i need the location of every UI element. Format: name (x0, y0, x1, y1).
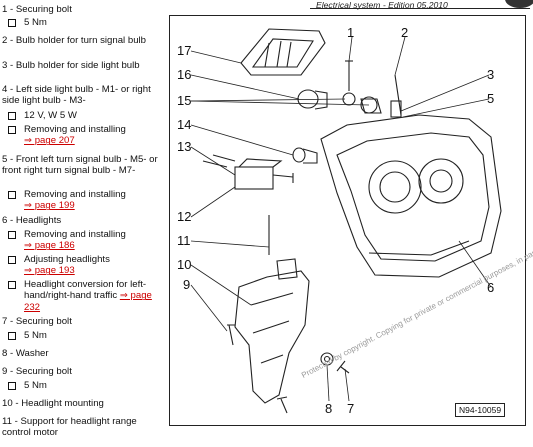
callout-5: 5 (487, 91, 494, 106)
item-9-torque: 5 Nm (8, 380, 166, 391)
item-11: 11 - Support for headlight range control… (2, 416, 137, 439)
callout-14: 14 (177, 117, 191, 132)
item-10: 10 - Headlight mounting (2, 398, 104, 409)
bulb-frame-part (240, 28, 326, 76)
bullet-icon (8, 256, 16, 264)
callout-7: 7 (347, 401, 354, 416)
range-control-motor (202, 154, 294, 190)
item-2: 2 - Bulb holder for turn signal bulb (2, 35, 146, 46)
callout-13: 13 (177, 139, 191, 154)
item-6-remove: Removing and installing⇒ page 186 (8, 229, 166, 252)
diagram-frame (169, 15, 526, 426)
callout-6: 6 (487, 280, 494, 295)
bullet-icon (8, 382, 16, 390)
headlight-exploded-diagram: 17 16 15 14 13 12 11 10 9 1 2 3 5 6 8 7 (177, 25, 502, 416)
bullet-icon (8, 281, 16, 289)
bullet-icon (8, 126, 16, 134)
headlight-mounting (234, 215, 310, 404)
parts-list: 1 - Securing bolt 5 Nm 2 - Bulb holder f… (0, 0, 168, 447)
item-6-conversion: Headlight conversion for left-hand/right… (8, 279, 166, 313)
mounting-bolts (227, 324, 350, 414)
bullet-icon (8, 19, 16, 27)
item-4: 4 - Left side light bulb - M1- or right … (2, 84, 151, 107)
bullet-icon (8, 332, 16, 340)
callout-15: 15 (177, 93, 191, 108)
item-1: 1 - Securing bolt (2, 4, 72, 15)
callout-3: 3 (487, 67, 494, 82)
page-header: Electrical system - Edition 05.2010 (316, 0, 448, 10)
callout-16: 16 (177, 67, 191, 82)
link-page-186[interactable]: ⇒ page 186 (24, 240, 75, 252)
link-page-207[interactable]: ⇒ page 207 (24, 135, 75, 147)
item-4-remove: Removing and installing⇒ page 207 (8, 124, 166, 147)
headlight-housing (320, 114, 502, 278)
item-9: 9 - Securing bolt (2, 366, 72, 377)
callout-17: 17 (177, 43, 191, 58)
item-6-adjust: Adjusting headlights⇒ page 193 (8, 254, 166, 277)
callout-11: 11 (177, 233, 191, 248)
bulb-parts (292, 89, 382, 164)
bullet-icon (8, 231, 16, 239)
item-3: 3 - Bulb holder for side light bulb (2, 60, 140, 71)
item-8: 8 - Washer (2, 348, 49, 359)
figure-id: N94-10059 (455, 403, 506, 417)
item-4-spec: 12 V, W 5 W (8, 110, 166, 121)
bullet-icon (8, 191, 16, 199)
callout-1: 1 (347, 25, 354, 40)
item-5: 5 - Front left turn signal bulb - M5- or… (2, 154, 158, 177)
link-page-199[interactable]: ⇒ page 199 (24, 200, 75, 212)
callout-2: 2 (401, 25, 408, 40)
bullet-icon (8, 112, 16, 120)
item-5-remove: Removing and installing⇒ page 199 (8, 189, 166, 212)
link-page-232[interactable]: ⇒ page 232 (24, 290, 152, 313)
brand-logo-icon (505, 0, 533, 8)
callout-9: 9 (183, 277, 190, 292)
item-7: 7 - Securing bolt (2, 316, 72, 327)
header-rule (310, 8, 530, 9)
item-6: 6 - Headlights (2, 215, 62, 226)
callout-8: 8 (325, 401, 332, 416)
item-1-torque: 5 Nm (8, 17, 166, 28)
link-page-193[interactable]: ⇒ page 193 (24, 265, 75, 277)
callout-12: 12 (177, 209, 191, 224)
small-bolts (345, 60, 402, 118)
item-7-torque: 5 Nm (8, 330, 166, 341)
callout-10: 10 (177, 257, 191, 272)
